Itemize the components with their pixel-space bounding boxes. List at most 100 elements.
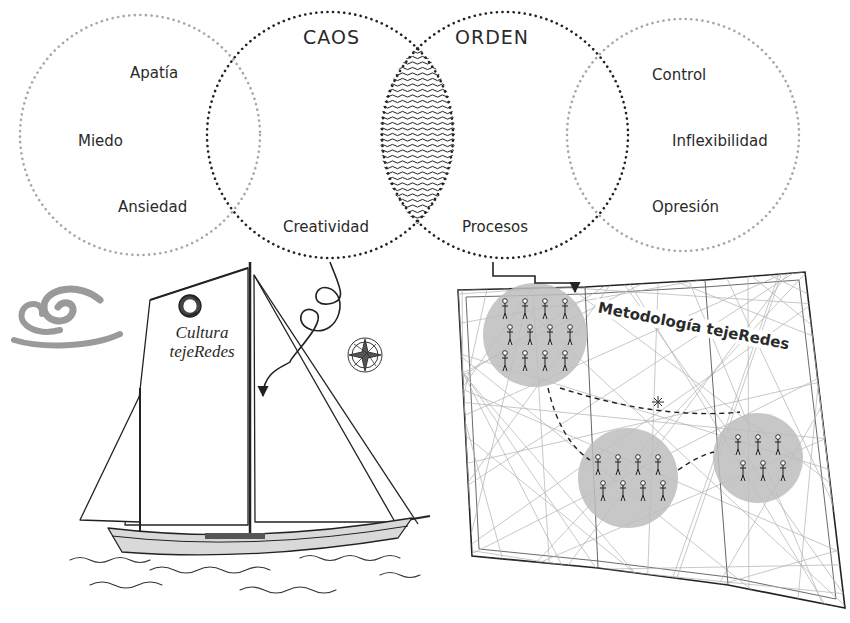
drawing-stroke	[645, 580, 821, 605]
drawing-stroke	[370, 210, 470, 212]
drawing-stroke	[522, 303, 528, 319]
drawing-stroke	[370, 56, 470, 58]
drawing-stroke	[601, 481, 606, 486]
drawing-stroke	[370, 221, 470, 223]
drawing-stroke	[527, 329, 533, 345]
drawing-stroke	[543, 299, 548, 304]
drawing-stroke	[370, 7, 470, 9]
drawing-stroke	[563, 351, 568, 356]
drawing-stroke	[370, 183, 470, 185]
node-label: Inflexibilidad	[672, 132, 768, 150]
node-label: Opresión	[652, 198, 719, 216]
drawing-stroke	[502, 303, 508, 319]
drawing-stroke	[458, 274, 763, 294]
drawing-stroke	[780, 465, 786, 481]
drawing-stroke	[254, 275, 395, 522]
drawing-stroke	[507, 329, 513, 345]
drawing-stroke	[641, 481, 646, 486]
drawing-stroke	[370, 199, 470, 201]
connector-arrow	[263, 262, 341, 396]
drawing-stroke	[560, 388, 740, 414]
drawing-stroke	[348, 338, 382, 372]
drawing-stroke	[776, 435, 781, 440]
drawing-stroke	[205, 533, 265, 539]
drawing-stroke	[522, 355, 528, 371]
chaos-circle: CAOS Creatividad	[205, 10, 455, 260]
drawing-stroke	[370, 243, 470, 245]
node-label: Miedo	[78, 132, 123, 150]
drawing-stroke	[370, 227, 470, 229]
drawing-stroke	[502, 355, 508, 371]
drawing-stroke	[810, 317, 830, 481]
drawing-stroke	[483, 283, 587, 387]
drawing-stroke	[44, 289, 100, 321]
drawing-stroke	[370, 249, 470, 251]
dotted-circle	[567, 19, 799, 251]
drawing-stroke	[370, 205, 470, 207]
drawing-stroke	[563, 299, 568, 304]
drawing-stroke	[571, 565, 840, 570]
drawing-stroke	[112, 526, 408, 542]
drawing-stroke	[370, 122, 470, 124]
drawing-stroke	[548, 325, 553, 330]
drawing-stroke	[570, 570, 643, 580]
drawing-stroke	[543, 351, 548, 356]
drawing-stroke	[370, 188, 470, 190]
drawing-stroke	[370, 51, 470, 53]
drawing-stroke	[465, 273, 785, 415]
node-label: Ansiedad	[118, 198, 187, 216]
drawing-stroke	[466, 280, 836, 599]
node-label: CAOS	[303, 26, 360, 49]
drawing-stroke	[370, 133, 470, 135]
wind-swirl	[14, 289, 120, 345]
drawing-stroke	[108, 518, 412, 555]
drawing-stroke	[621, 481, 626, 486]
drawing-stroke	[80, 395, 140, 522]
grey-circle: ApatíaMiedoAnsiedad	[18, 13, 262, 257]
drawing-stroke	[577, 571, 747, 595]
drawing-stroke	[508, 325, 513, 330]
drawing-stroke	[370, 12, 470, 14]
drawing-stroke	[370, 23, 470, 25]
drawing-stroke	[370, 177, 470, 179]
dotted-circle	[20, 15, 260, 255]
drawing-stroke	[458, 290, 462, 374]
drawing-stroke	[354, 344, 376, 366]
drawing-stroke	[562, 355, 568, 371]
drawing-stroke	[740, 465, 746, 481]
drawing-stroke	[756, 435, 761, 440]
drawing-stroke	[528, 325, 533, 330]
drawing-stroke	[616, 455, 621, 460]
drawing-stroke	[150, 567, 270, 573]
drawing-stroke	[150, 268, 248, 300]
drawing-stroke	[14, 334, 120, 345]
drawing-stroke	[370, 260, 470, 262]
drawing-stroke	[370, 166, 470, 168]
drawing-stroke	[249, 262, 252, 535]
drawing-stroke	[370, 139, 470, 141]
drawing-stroke	[548, 388, 740, 470]
connector-arrow	[493, 262, 575, 292]
compass-rose	[348, 338, 382, 372]
drawing-stroke	[254, 275, 418, 524]
drawing-stroke	[567, 329, 573, 345]
drawing-stroke	[179, 295, 201, 317]
drawing-stroke	[503, 351, 508, 356]
drawing-stroke	[370, 67, 470, 69]
web-lines	[458, 272, 845, 607]
drawing-stroke	[563, 569, 838, 607]
drawing-stroke	[70, 558, 150, 563]
drawing-stroke	[761, 461, 766, 466]
drawing-stroke	[462, 290, 464, 383]
drawing-stroke	[755, 595, 832, 606]
drawing-stroke	[370, 150, 470, 152]
drawing-stroke	[585, 287, 598, 568]
drawing-stroke	[205, 533, 265, 539]
drawing-stroke	[767, 274, 807, 294]
node-label: Creatividad	[283, 218, 369, 236]
drawing-stroke	[542, 303, 548, 319]
drawing-stroke	[465, 420, 503, 560]
drawing-stroke	[370, 100, 470, 102]
sea-waves	[70, 556, 420, 594]
